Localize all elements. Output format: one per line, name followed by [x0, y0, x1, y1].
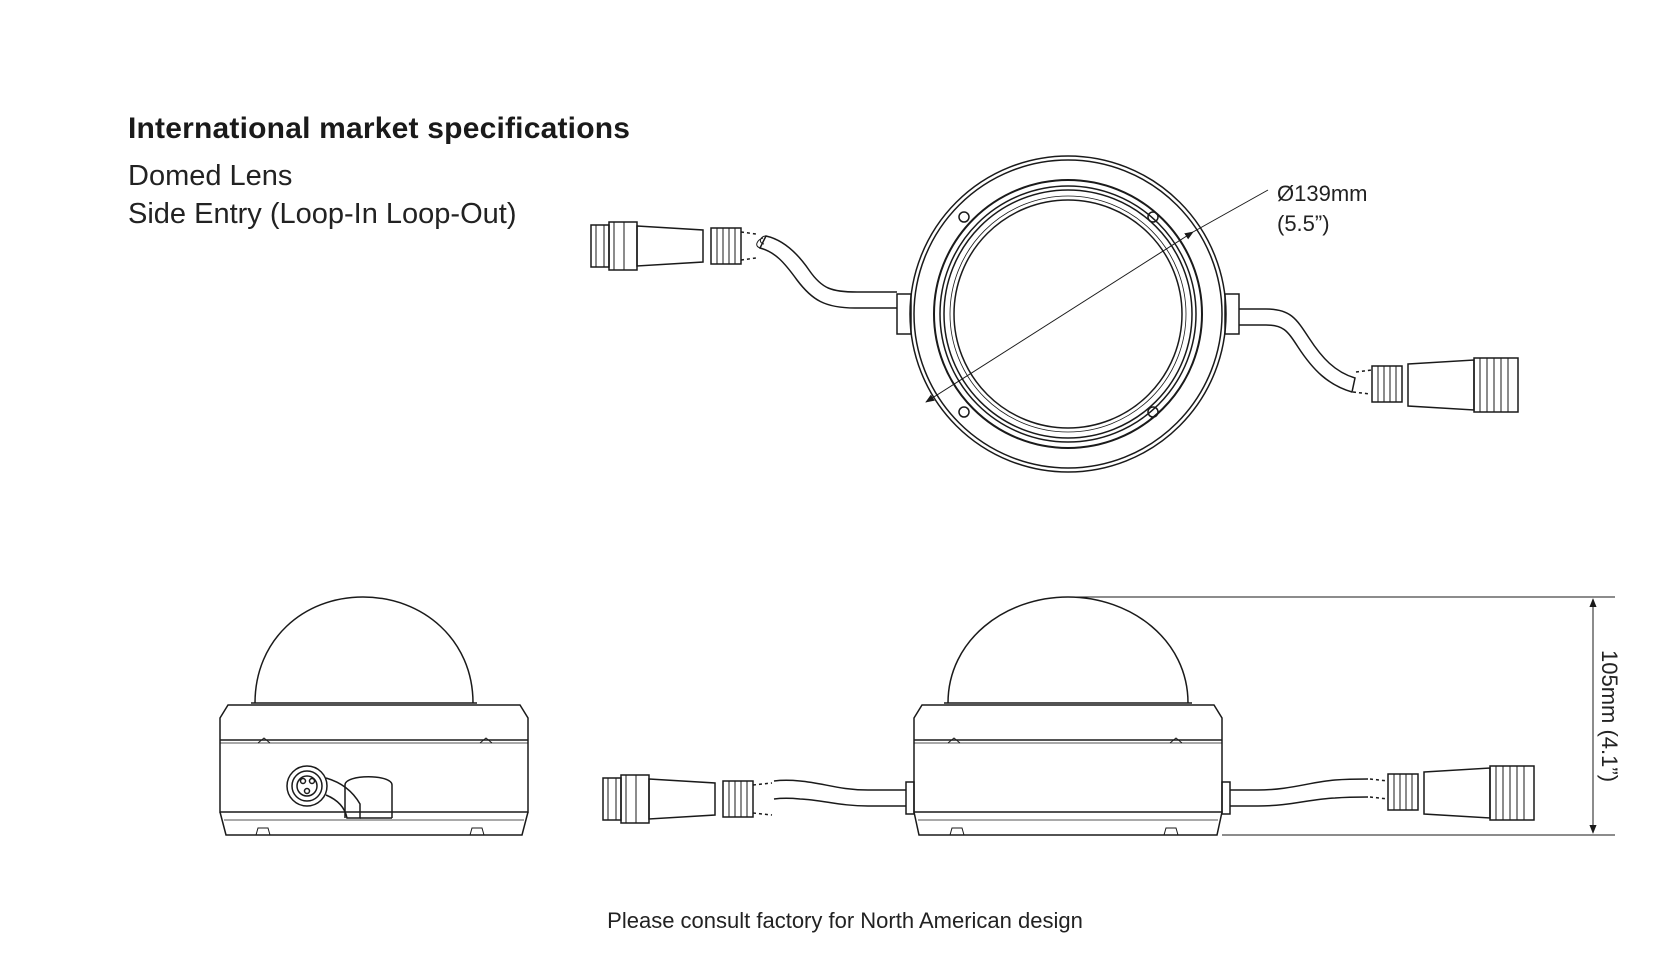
- diameter-dimension-line: [925, 189, 1269, 403]
- top-view: [590, 155, 1519, 473]
- front-view-housing: [219, 704, 529, 836]
- side-view-housing: [905, 704, 1231, 836]
- cable-entry-type: Side Entry (Loop-In Loop-Out): [128, 198, 517, 230]
- side-view-right-connector: [1369, 765, 1535, 821]
- side-view: [602, 596, 1615, 836]
- side-view-right-cable: [1230, 778, 1369, 807]
- height-dimension-label: 105mm (4.1”): [1597, 650, 1622, 782]
- product-variant: Domed Lens: [128, 160, 293, 192]
- footer-note: Please consult factory for North America…: [607, 908, 1083, 933]
- front-view-cable-gland: [286, 765, 393, 819]
- side-view-left-connector: [602, 774, 773, 824]
- top-view-housing: [896, 155, 1240, 473]
- mounting-screw-holes: [958, 211, 1159, 418]
- top-view-right-connector: [1352, 357, 1519, 413]
- height-dimension-line: [1068, 596, 1615, 836]
- front-view: [219, 596, 529, 836]
- diameter-label-mm: Ø139mm: [1277, 181, 1367, 206]
- page-title: International market specifications: [128, 112, 631, 145]
- side-view-dome: [944, 596, 1192, 704]
- top-view-left-connector: [590, 221, 757, 271]
- top-view-right-cable: [1239, 308, 1356, 393]
- top-view-left-cable: [756, 235, 897, 309]
- side-view-left-cable: [773, 779, 906, 807]
- front-view-dome: [251, 596, 477, 704]
- diameter-label-in: (5.5”): [1277, 211, 1330, 236]
